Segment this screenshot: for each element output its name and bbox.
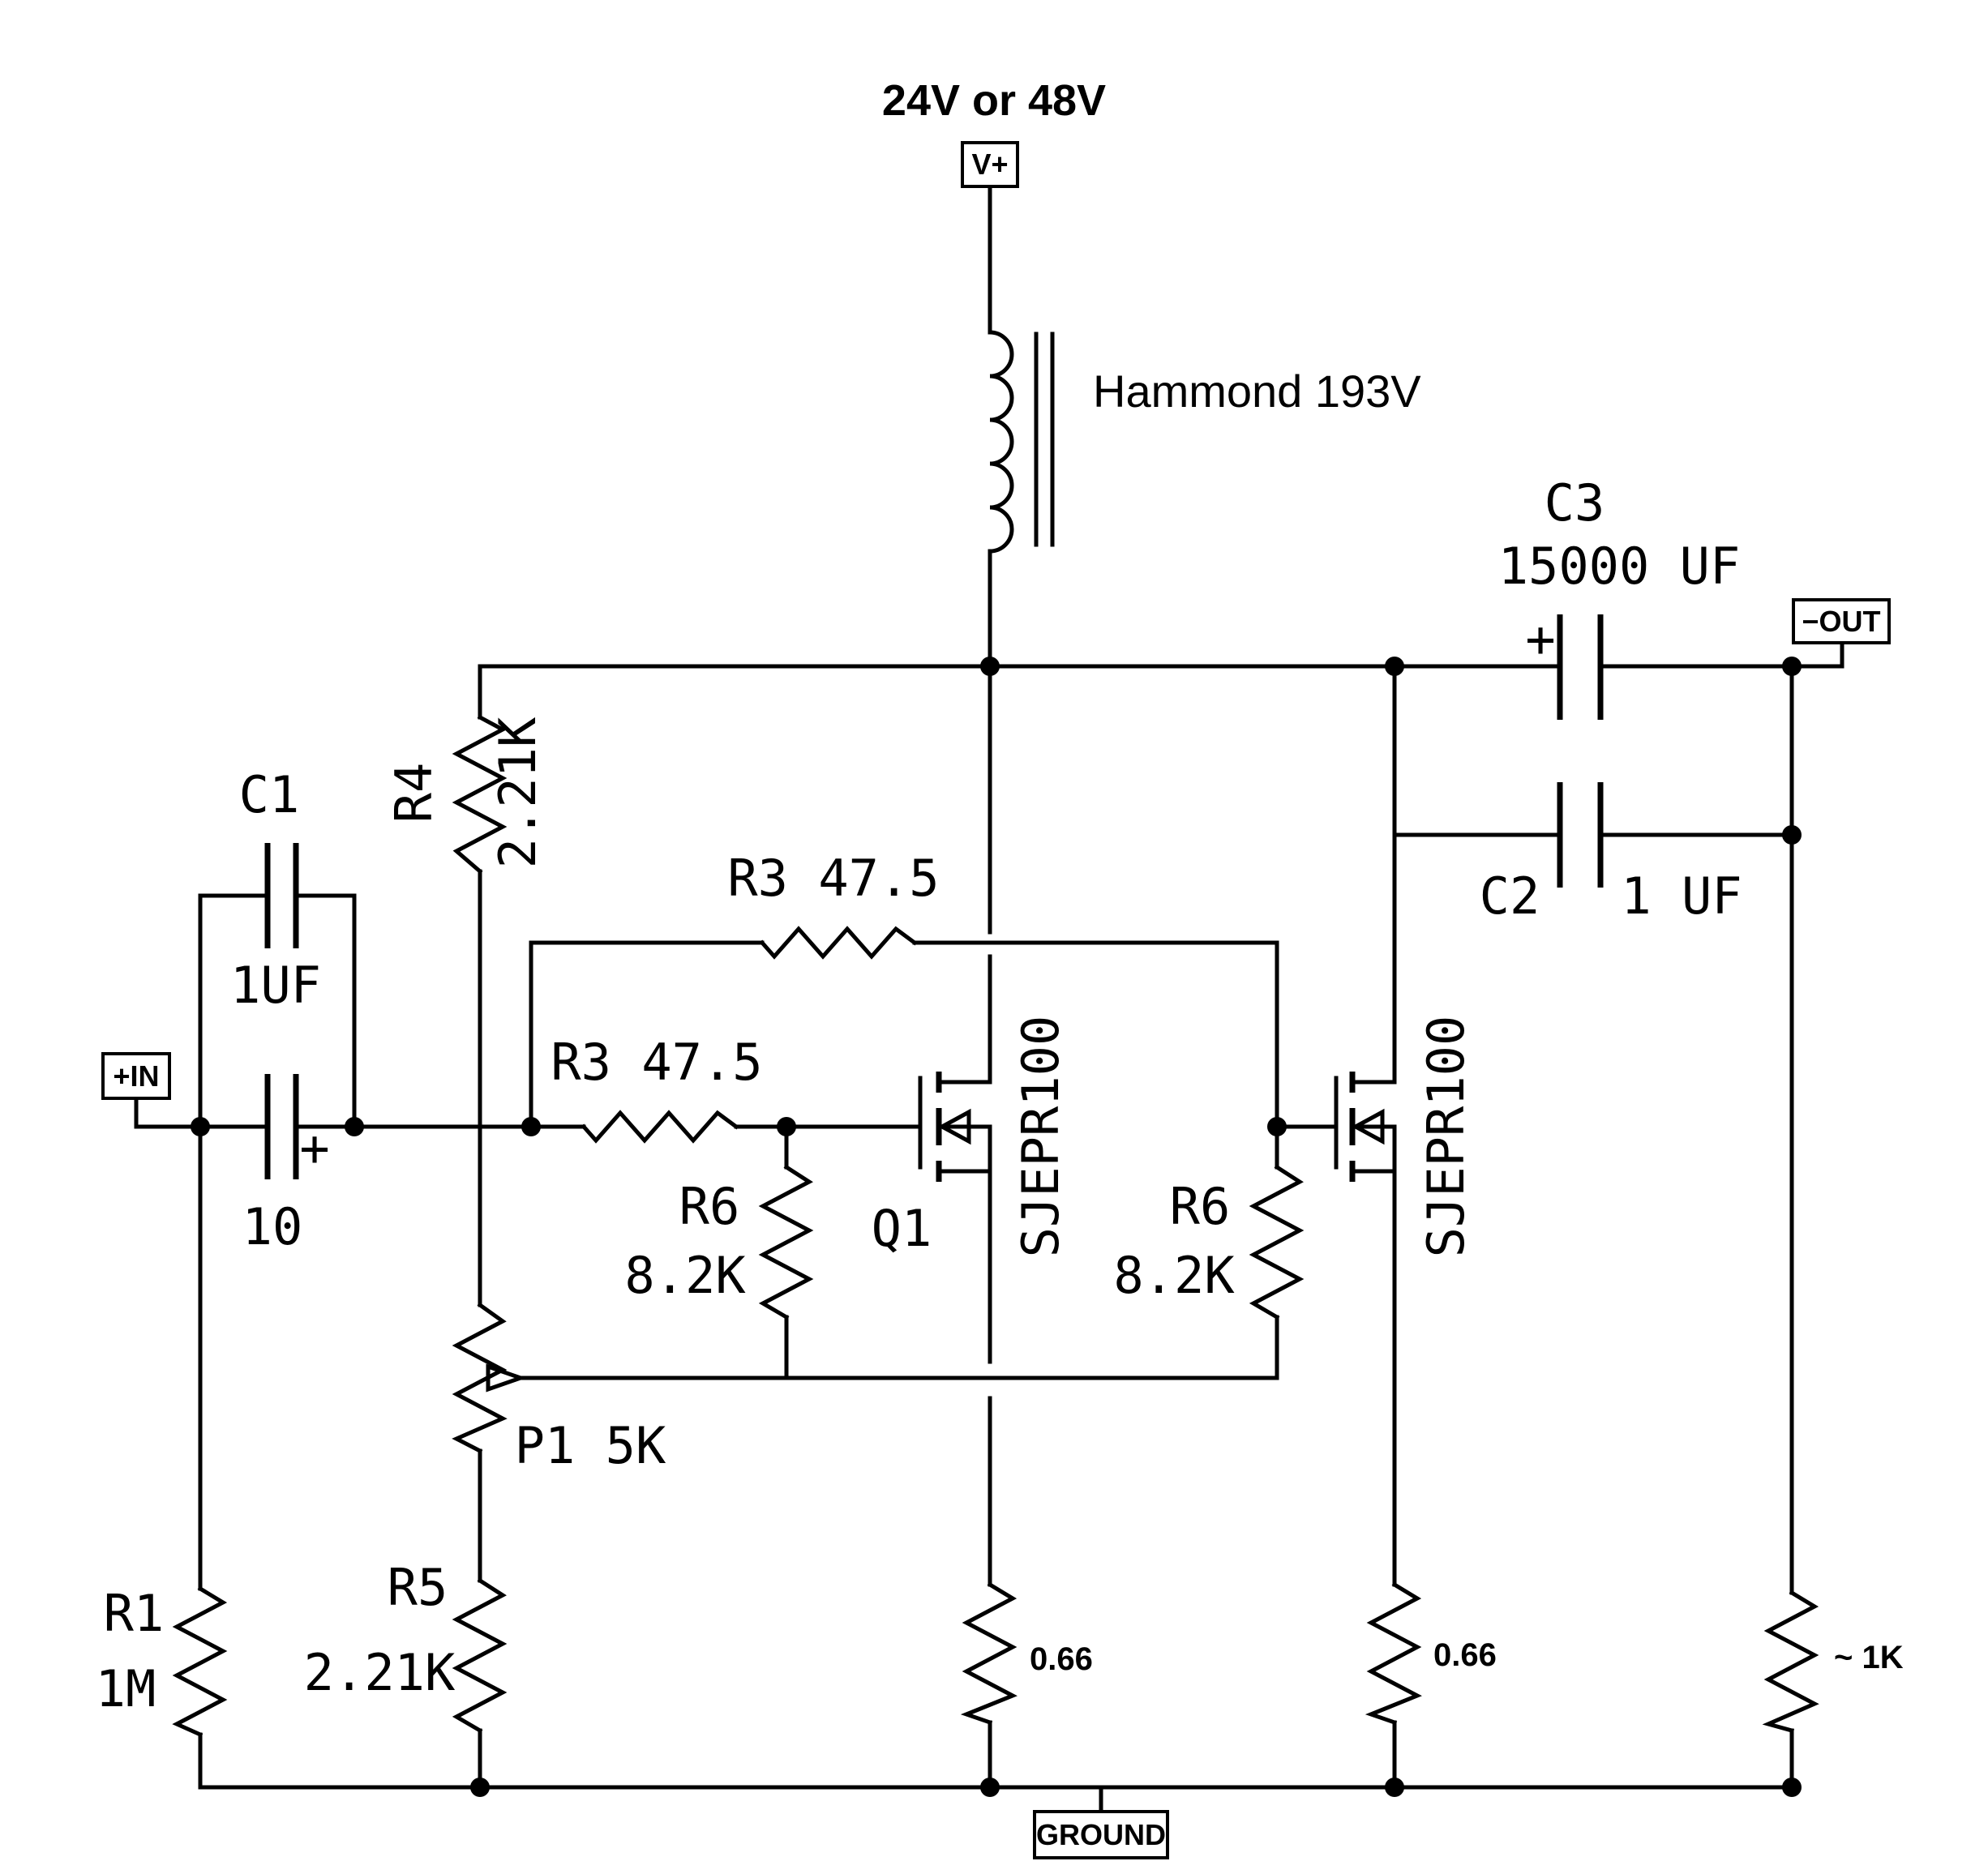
supply-voltage-label: 24V or 48V — [882, 76, 1106, 125]
p1-label: P1 5K — [515, 1416, 666, 1475]
resistor-r1 — [172, 1585, 228, 1738]
supply-rail — [988, 184, 1055, 669]
rs2-value: 0.66 — [1433, 1637, 1497, 1673]
rload-value: ~ 1K — [1834, 1640, 1904, 1675]
r1-name: R1 — [104, 1584, 165, 1643]
q2-arrow-icon — [1351, 1108, 1385, 1145]
wires — [134, 640, 1844, 1814]
resistor-rs2 — [1365, 1581, 1422, 1726]
r6-right-name: R6 — [1170, 1177, 1231, 1236]
port-output-label: −OUT — [1802, 605, 1880, 638]
mosfet-q1 — [918, 1072, 992, 1182]
potentiometer-p1 — [452, 1302, 527, 1454]
r4-name: R4 — [384, 763, 443, 824]
r3-top-label: R3 47.5 — [727, 849, 939, 908]
r5-name: R5 — [388, 1558, 448, 1617]
resistor-rload — [1762, 1589, 1819, 1734]
capacitor-c1 — [264, 843, 299, 948]
capacitor-c3 — [1557, 614, 1604, 720]
r3-bottom-label: R3 47.5 — [551, 1033, 762, 1092]
inductor-coil — [988, 330, 1014, 554]
capacitor-c2 — [1557, 782, 1604, 888]
c1-name: C1 — [239, 765, 300, 824]
port-v-plus-label: V+ — [971, 148, 1008, 181]
inductor-label: Hammond 193V — [1093, 366, 1421, 417]
port-output: −OUT — [1792, 598, 1891, 644]
resistor-r5 — [452, 1577, 508, 1734]
r6-left-name: R6 — [679, 1177, 740, 1236]
c3-polarity: + — [1525, 610, 1555, 669]
port-ground: GROUND — [1033, 1810, 1169, 1859]
capacitor-c-in — [264, 1074, 299, 1179]
rs1-value: 0.66 — [1030, 1641, 1093, 1677]
r6-left-value: 8.2K — [624, 1246, 746, 1305]
c1-value: 1UF — [230, 956, 321, 1015]
port-input: +IN — [101, 1052, 171, 1100]
port-ground-label: GROUND — [1036, 1818, 1166, 1851]
q1-part: SJEPR100 — [1011, 1016, 1070, 1258]
q1-arrow-icon — [937, 1108, 971, 1145]
port-input-label: +IN — [113, 1059, 159, 1093]
resistor-r3-top — [759, 926, 918, 960]
c2-name: C2 — [1480, 866, 1540, 926]
c3-value: 15000 UF — [1498, 537, 1741, 596]
q1-name: Q1 — [872, 1199, 932, 1258]
c-in-polarity: + — [299, 1119, 329, 1178]
c-in-value: 10 — [242, 1197, 303, 1256]
r5-value: 2.21K — [304, 1643, 456, 1702]
mosfet-q2 — [1334, 1072, 1397, 1182]
resistor-r6-right — [1249, 1164, 1305, 1320]
q2-part: SJEPR100 — [1416, 1016, 1476, 1258]
r4-value: 2.21K — [488, 717, 547, 868]
r1-value: 1M — [96, 1659, 156, 1718]
junction-dots — [191, 657, 1802, 1797]
resistor-r6-left — [758, 1164, 814, 1320]
p1-wiper-arrow — [486, 1363, 527, 1393]
r6-right-value: 8.2K — [1113, 1246, 1235, 1305]
resistor-r4 — [452, 714, 508, 875]
resistor-r3-bottom — [581, 1110, 739, 1144]
c2-value: 1 UF — [1621, 866, 1742, 926]
resistor-rs1 — [960, 1581, 1018, 1726]
port-v-plus: V+ — [961, 141, 1019, 188]
c3-name: C3 — [1545, 473, 1605, 533]
